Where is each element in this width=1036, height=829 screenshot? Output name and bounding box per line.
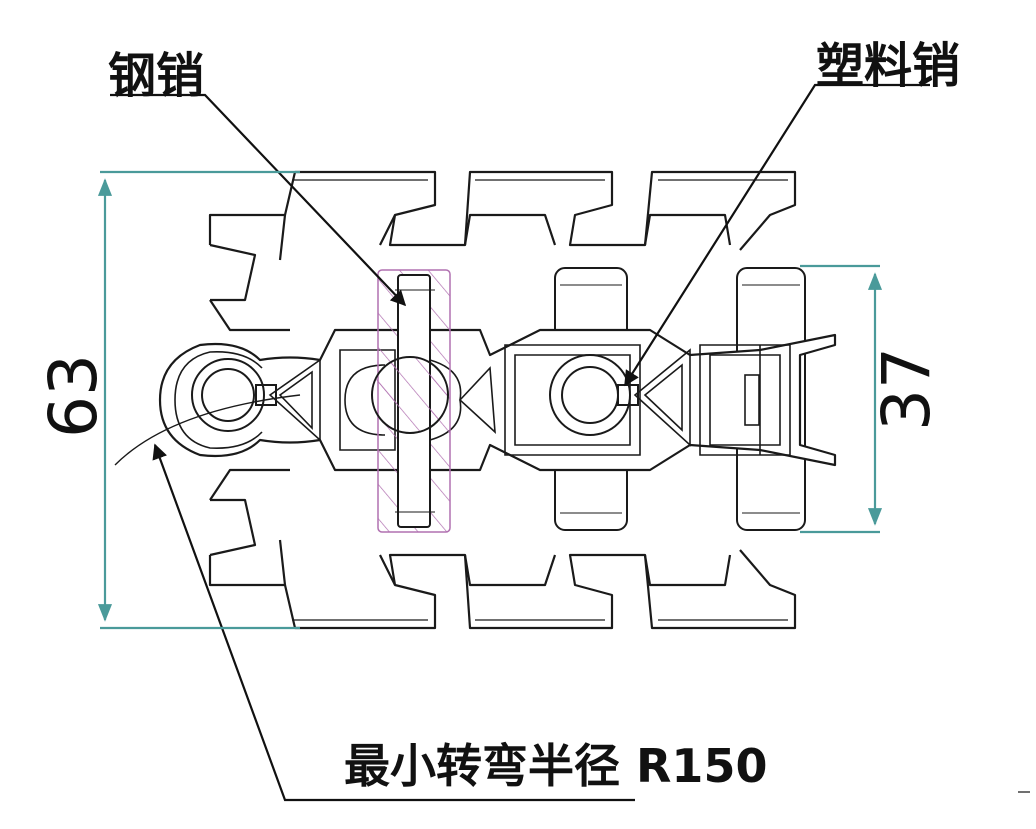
turn-radius-arc xyxy=(114,394,301,466)
plastic-pin xyxy=(549,354,639,436)
leader-lines xyxy=(110,83,930,802)
plastic-pin-label: 塑料销 xyxy=(816,38,961,94)
dimension-63-label: 63 xyxy=(35,354,112,438)
dimension-37 xyxy=(800,264,883,534)
link-details xyxy=(174,344,791,456)
dimension-37-label: 37 xyxy=(868,347,945,431)
radius-leader xyxy=(152,443,635,802)
steel-pin-label: 钢销 xyxy=(108,48,205,104)
link-outline xyxy=(208,170,797,630)
left-pin-eye xyxy=(191,358,277,432)
steel-pin xyxy=(371,269,451,533)
dimension-63 xyxy=(97,170,300,630)
steel-pin-leader xyxy=(110,93,407,307)
min-turn-radius-label: 最小转弯半径 R150 xyxy=(344,739,768,793)
plastic-pin-leader xyxy=(624,83,930,387)
